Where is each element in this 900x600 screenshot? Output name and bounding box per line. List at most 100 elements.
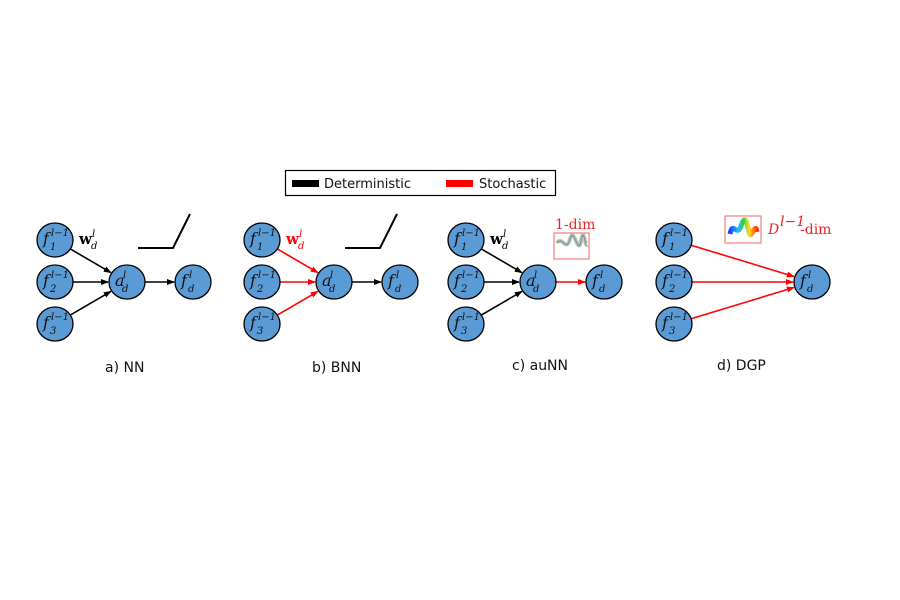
node-label-sup: l−1 [462, 228, 480, 239]
node-label: f [591, 271, 601, 290]
node-label-sup: l [123, 270, 126, 281]
edge-input-1 [480, 248, 523, 274]
node-label: f [249, 313, 259, 332]
weight-label-sup: l [503, 229, 506, 240]
node-label-sup: l−1 [51, 270, 69, 281]
edge-input-3 [690, 286, 795, 320]
legend-label-stochastic: Stochastic [479, 177, 546, 192]
node-label-sub: 1 [50, 242, 56, 253]
node-circle [447, 264, 485, 300]
node-label-sub: 2 [668, 284, 675, 295]
gp-surface [727, 217, 760, 238]
weight-label-sup: l [299, 229, 302, 240]
node-label-sub: 2 [49, 284, 56, 295]
node-label-sub: d [533, 284, 539, 295]
edge-input-1 [690, 244, 795, 278]
node-label-sup: l−1 [462, 270, 480, 281]
node-circle [243, 306, 281, 342]
node-circle [793, 264, 831, 300]
node-label-sup: l [600, 270, 603, 281]
node-label-sup: l−1 [258, 270, 276, 281]
node-label-sub: d [807, 284, 813, 295]
node-label-sup: l−1 [258, 228, 276, 239]
node-label: f [42, 271, 52, 290]
node-label-sup: l [330, 270, 333, 281]
legend: Deterministic Stochastic [284, 169, 557, 197]
node-circle [36, 264, 74, 300]
node-label-sub: 1 [257, 242, 263, 253]
gp-mean-line [556, 234, 588, 246]
legend-swatch-stochastic [446, 180, 473, 187]
node-label-sub: 1 [669, 242, 675, 253]
node-label-sub: d [188, 284, 194, 295]
node-label: f [453, 229, 463, 248]
annotation-1-dim: 1-dim [555, 217, 595, 233]
node-label: a [115, 271, 125, 290]
node-label-sub: 3 [257, 326, 263, 337]
caption-dgp: d) DGP [717, 358, 766, 374]
annotation-dim-suffix: -dim [800, 222, 831, 238]
node-label: f [799, 271, 809, 290]
node-activation: ald [108, 264, 146, 300]
relu-icon [138, 213, 191, 249]
weight-label-sup: l [92, 229, 95, 240]
caption-aunn: c) auNN [512, 358, 568, 374]
node-circle [447, 222, 485, 258]
node-label: f [387, 271, 397, 290]
node-label-sub: d [122, 284, 128, 295]
node-label: f [42, 229, 52, 248]
node-label-sup: l [534, 270, 537, 281]
node-circle [174, 264, 212, 300]
node-circle [36, 222, 74, 258]
edge-input-1 [276, 248, 319, 274]
node-label-sub: 1 [461, 242, 467, 253]
node-circle [585, 264, 623, 300]
edge-input-1 [69, 248, 112, 274]
node-label: f [180, 271, 190, 290]
weight-label: w [489, 230, 504, 248]
weight-label: w [285, 230, 300, 248]
node-label: f [453, 271, 463, 290]
caption-bnn: b) BNN [312, 360, 361, 376]
node-label: f [453, 313, 463, 332]
node-label-sub: 2 [256, 284, 263, 295]
node-label: f [249, 229, 259, 248]
node-label-sup: l−1 [51, 312, 69, 323]
node-label-sup: l−1 [670, 228, 688, 239]
node-label-sup: l−1 [258, 312, 276, 323]
annotation-dim-prefix: D [767, 222, 779, 238]
node-label: f [661, 229, 671, 248]
node-circle [655, 222, 693, 258]
node-label-sub: 3 [669, 326, 675, 337]
weight-label-sub: d [502, 241, 508, 252]
node-label-sup: l−1 [51, 228, 69, 239]
node-circle [381, 264, 419, 300]
node-label-sub: d [395, 284, 401, 295]
legend-label-deterministic: Deterministic [324, 177, 411, 192]
node-circle [243, 222, 281, 258]
node-label: f [42, 313, 52, 332]
node-label-sup: l [189, 270, 192, 281]
node-circle [108, 264, 146, 300]
node-circle [519, 264, 557, 300]
node-circle [655, 264, 693, 300]
node-circle [447, 306, 485, 342]
node-label-sup: l−1 [670, 312, 688, 323]
node-label-sup: l [808, 270, 811, 281]
node-label-sup: l−1 [670, 270, 688, 281]
legend-swatch-deterministic [292, 180, 319, 187]
